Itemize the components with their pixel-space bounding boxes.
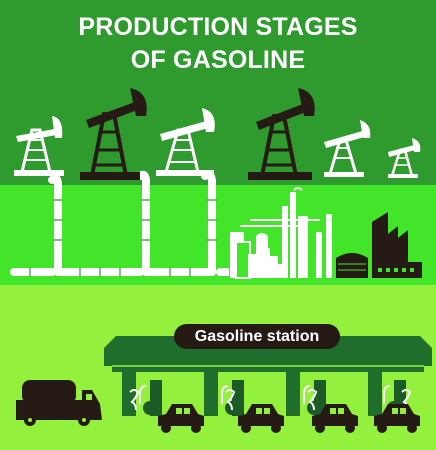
top-band <box>0 0 436 185</box>
title-line-1: PRODUCTION STAGES <box>78 13 358 41</box>
oil-pump-icon <box>14 116 64 176</box>
oil-pump-icon <box>156 108 215 176</box>
car-icon <box>374 404 420 433</box>
tanker-truck-icon <box>16 380 102 426</box>
factory-icon <box>372 212 422 278</box>
car-icon <box>238 404 284 433</box>
refinery-icon <box>230 187 332 279</box>
oil-pump-icon <box>388 138 421 178</box>
car-icon <box>312 404 358 433</box>
title-line-2: OF GASOLINE <box>130 46 306 74</box>
storage-tank-icon <box>336 253 368 278</box>
oil-pump-icon <box>248 88 315 180</box>
gasoline-station-label: Gasoline station <box>174 324 340 349</box>
oil-pump-icon <box>324 120 371 177</box>
oil-pump-icon <box>80 88 147 180</box>
car-icon <box>158 404 204 433</box>
